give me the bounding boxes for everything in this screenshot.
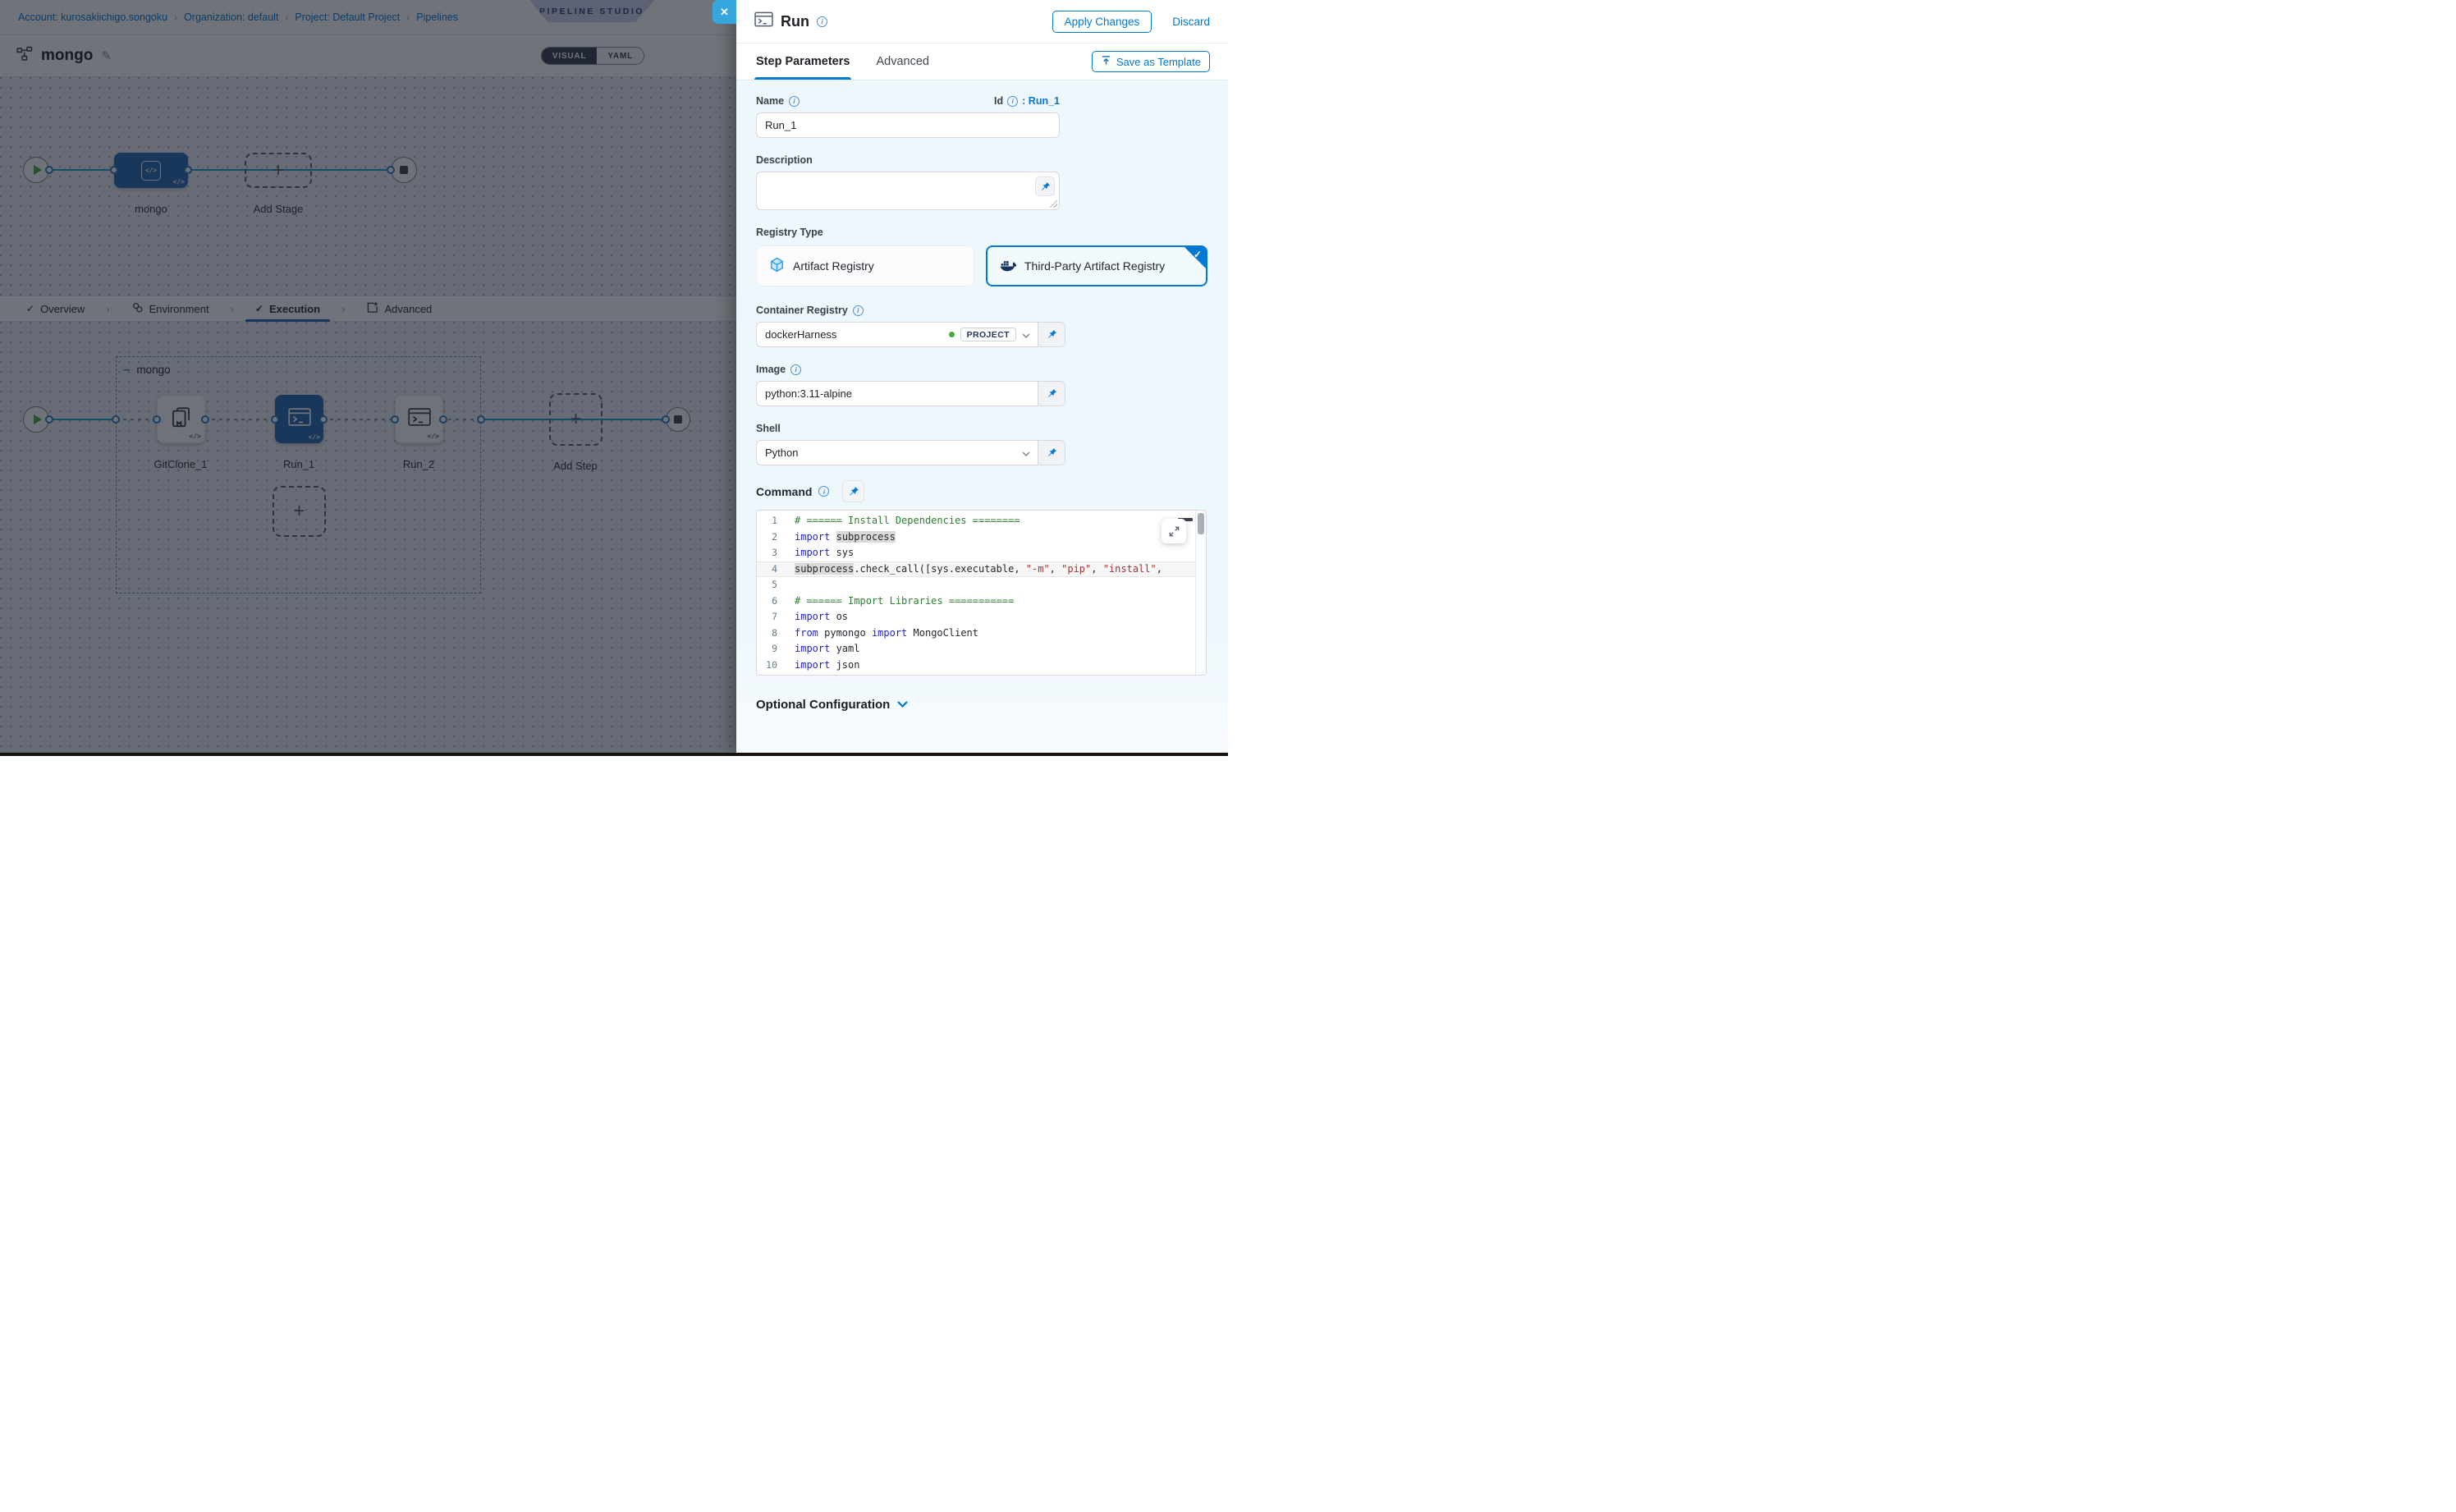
pipeline-studio-page: Account: kurosakiichigo.songoku › Organi… (0, 0, 1228, 756)
container-registry-label: Container Registry (756, 305, 848, 316)
shell-value: Python (765, 447, 799, 459)
line-number: 3 (772, 547, 777, 558)
command-label: Command (756, 484, 813, 498)
line-number: 7 (772, 611, 777, 622)
name-field-block: Name i Id i : Run_1 (756, 95, 1208, 138)
registry-type-block: Registry Type Artifact Registry (756, 227, 1208, 286)
step-config-drawer: ✕ Run i Apply Changes Discard Step Param… (713, 0, 1228, 753)
line-number: 10 (766, 658, 777, 671)
screen-bottom-edge (0, 753, 1228, 756)
tab-advanced-panel[interactable]: Advanced (876, 55, 929, 68)
artifact-registry-option[interactable]: Artifact Registry (756, 245, 974, 286)
modal-overlay[interactable] (0, 0, 736, 753)
registry-type-label: Registry Type (756, 227, 823, 238)
close-drawer-button[interactable]: ✕ (713, 0, 736, 24)
connected-status-dot (948, 332, 955, 337)
chevron-down-icon[interactable] (1022, 446, 1030, 460)
pin-icon (1047, 329, 1056, 338)
expand-editor-button[interactable] (1162, 519, 1186, 543)
command-header: Command i (756, 480, 1208, 502)
runtime-input-pin-button[interactable] (842, 480, 865, 502)
optional-configuration-toggle[interactable]: Optional Configuration (756, 697, 1208, 712)
close-icon: ✕ (720, 5, 729, 18)
description-label: Description (756, 154, 813, 166)
expand-icon (1169, 526, 1179, 536)
shell-field-block: Shell Python (756, 423, 1208, 465)
studio-background: Account: kurosakiichigo.songoku › Organi… (0, 0, 736, 753)
docker-whale-icon (1000, 259, 1019, 274)
runtime-input-pin-button[interactable] (1035, 176, 1055, 196)
pin-icon (850, 486, 859, 496)
tab-step-parameters[interactable]: Step Parameters (754, 44, 852, 80)
line-number: 9 (772, 643, 777, 654)
editor-scrollbar-thumb[interactable] (1197, 513, 1204, 534)
name-input[interactable] (756, 112, 1060, 138)
command-code-editor[interactable]: 1# ====== Install Dependencies ========2… (756, 510, 1207, 676)
chevron-down-icon[interactable] (1022, 328, 1030, 342)
step-type-title: Run (781, 12, 809, 30)
chevron-down-icon (897, 697, 909, 712)
container-registry-select[interactable]: dockerHarness PROJECT (756, 322, 1065, 347)
line-number: 2 (772, 530, 777, 543)
upload-icon (1101, 55, 1111, 68)
line-number: 4 (772, 562, 777, 575)
id-value[interactable]: : Run_1 (1022, 95, 1060, 107)
pin-icon (1041, 181, 1050, 190)
info-icon[interactable]: i (818, 486, 830, 497)
shell-select[interactable]: Python (756, 440, 1065, 465)
image-field-block: Image i python:3.11-alpine (756, 364, 1208, 406)
image-label: Image (756, 364, 786, 375)
code-line[interactable]: 5 (757, 577, 1206, 593)
discard-button[interactable]: Discard (1172, 15, 1210, 28)
runtime-input-pin-button[interactable] (1038, 441, 1065, 465)
pin-icon (1047, 388, 1056, 397)
drawer-tab-bar: Step Parameters Advanced Save as Templat… (736, 44, 1228, 80)
terminal-icon (754, 11, 773, 31)
id-label: Id (994, 95, 1004, 107)
runtime-input-pin-button[interactable] (1038, 382, 1065, 405)
line-number: 1 (772, 515, 777, 526)
drawer-header: Run i Apply Changes Discard (736, 0, 1228, 44)
pin-icon (1047, 447, 1056, 456)
line-number: 6 (772, 594, 777, 607)
line-number: 8 (772, 626, 777, 639)
line-number: 5 (772, 579, 777, 590)
code-line[interactable]: 6# ====== Import Libraries =========== (757, 593, 1206, 610)
third-party-artifact-registry-option[interactable]: Third-Party Artifact Registry ✓ (986, 245, 1207, 286)
runtime-input-pin-button[interactable] (1038, 323, 1065, 346)
step-id: Id i : Run_1 (994, 95, 1060, 107)
name-label: Name (756, 95, 785, 107)
info-icon[interactable]: i (817, 16, 827, 27)
editor-overview-mark (1178, 518, 1193, 521)
save-as-template-button[interactable]: Save as Template (1091, 51, 1210, 72)
description-textarea[interactable] (756, 172, 1060, 210)
check-icon: ✓ (1193, 249, 1202, 260)
editor-scrollbar (1195, 511, 1206, 675)
info-icon[interactable]: i (1007, 95, 1019, 107)
description-field-block: Description (756, 154, 1208, 210)
step-parameters-form: Name i Id i : Run_1 Description (736, 80, 1228, 753)
info-icon[interactable]: i (852, 305, 864, 316)
artifact-registry-cube-icon (769, 257, 785, 275)
shell-label: Shell (756, 423, 781, 434)
optional-configuration-label: Optional Configuration (756, 697, 891, 712)
image-value: python:3.11-alpine (765, 387, 853, 400)
code-line[interactable]: 1# ====== Install Dependencies ======== (757, 513, 1206, 529)
image-input[interactable]: python:3.11-alpine (756, 381, 1065, 406)
apply-changes-button[interactable]: Apply Changes (1052, 10, 1152, 33)
container-registry-value: dockerHarness (765, 328, 837, 341)
container-registry-block: Container Registry i dockerHarness PROJE… (756, 305, 1208, 347)
info-icon[interactable]: i (789, 95, 800, 107)
scope-badge: PROJECT (960, 328, 1016, 341)
info-icon[interactable]: i (790, 364, 802, 375)
